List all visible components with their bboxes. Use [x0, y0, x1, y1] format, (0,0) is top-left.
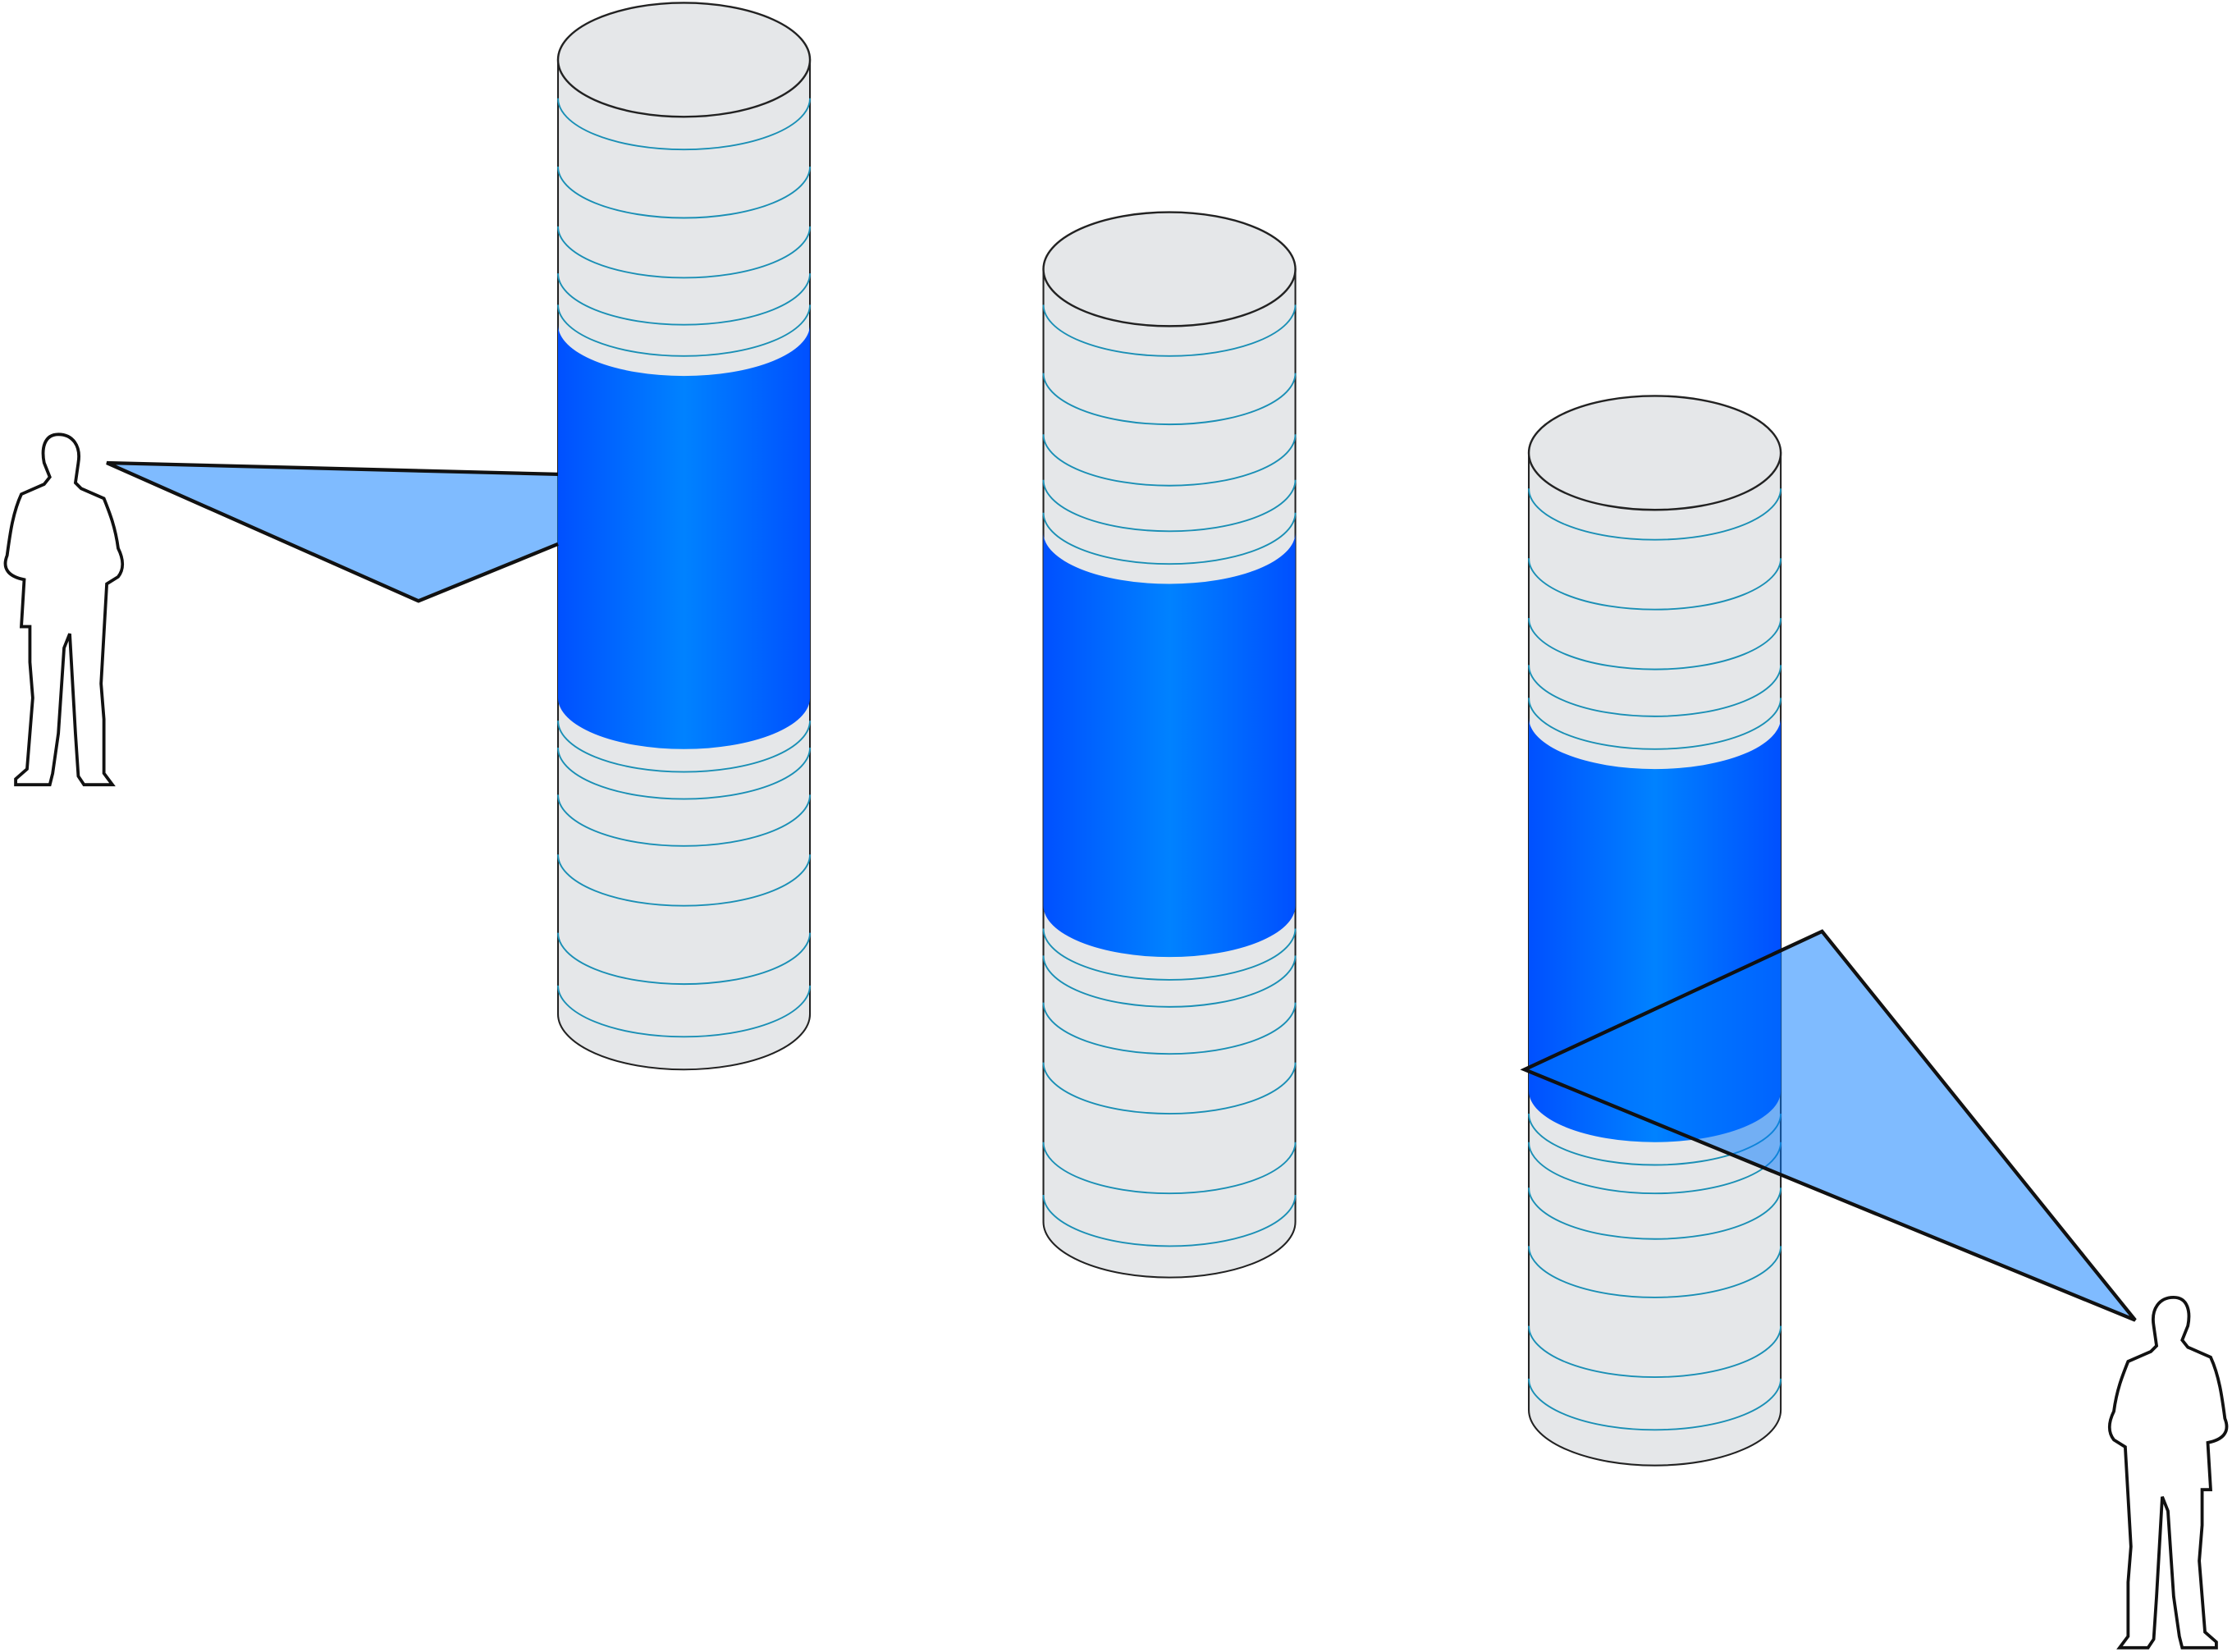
cylinder-ring [557, 932, 811, 986]
cylinder-ring [1042, 928, 1297, 981]
cylinder-ring [1042, 1062, 1297, 1114]
cylinder-ring [557, 985, 811, 1038]
cylinder-ring [1528, 618, 1782, 670]
view-cone-left [107, 462, 558, 602]
cylinder-ring [557, 304, 811, 357]
cylinder-top-cap [556, 2, 812, 118]
cylinder-ring [557, 854, 811, 907]
cylinder-ring [557, 273, 811, 326]
cylinder-ring [557, 794, 811, 847]
cylinder-2 [1042, 211, 1297, 1279]
view-cone-left-outline [106, 460, 559, 603]
highlighted-band [558, 324, 811, 749]
cylinder-ring [1528, 665, 1782, 717]
cylinder-ring [1528, 1378, 1782, 1431]
cylinder-ring [1042, 955, 1297, 1008]
cylinders [556, 2, 1782, 1467]
cylinder-ring [1528, 558, 1782, 611]
cylinder-ring [1528, 488, 1782, 541]
cylinder-ring [1042, 1002, 1297, 1055]
cylinder-ring [1528, 1246, 1782, 1298]
cylinder-ring [557, 226, 811, 279]
cylinder-ring [1528, 698, 1782, 750]
cylinder-ring [1042, 1194, 1297, 1247]
people [3, 432, 2229, 1650]
cylinder-ring [557, 167, 811, 219]
view-cone-right [1520, 929, 2137, 1322]
cylinder-ring [1042, 373, 1297, 426]
cylinder-ring [557, 98, 811, 151]
cylinder-ring [1528, 1188, 1782, 1240]
person-right-icon [2107, 1295, 2229, 1650]
cylinder-ring [1042, 512, 1297, 565]
view-cones [106, 460, 2137, 1322]
highlighted-band [1043, 533, 1296, 958]
cylinder-ring [557, 748, 811, 800]
person-left-icon [3, 432, 125, 787]
cylinder-ring [1042, 304, 1297, 357]
cylinder-ring [1528, 1325, 1782, 1378]
cylinder-top-cap [1042, 211, 1297, 327]
cylinder-ring [557, 721, 811, 773]
cylinder-1 [556, 2, 812, 1071]
cylinder-ring [1042, 1142, 1297, 1195]
cylinder-ring [1042, 434, 1297, 487]
cylinder-top-cap [1527, 395, 1782, 511]
cylinder-ring [1042, 479, 1297, 533]
cylinder-3 [1527, 395, 1782, 1467]
